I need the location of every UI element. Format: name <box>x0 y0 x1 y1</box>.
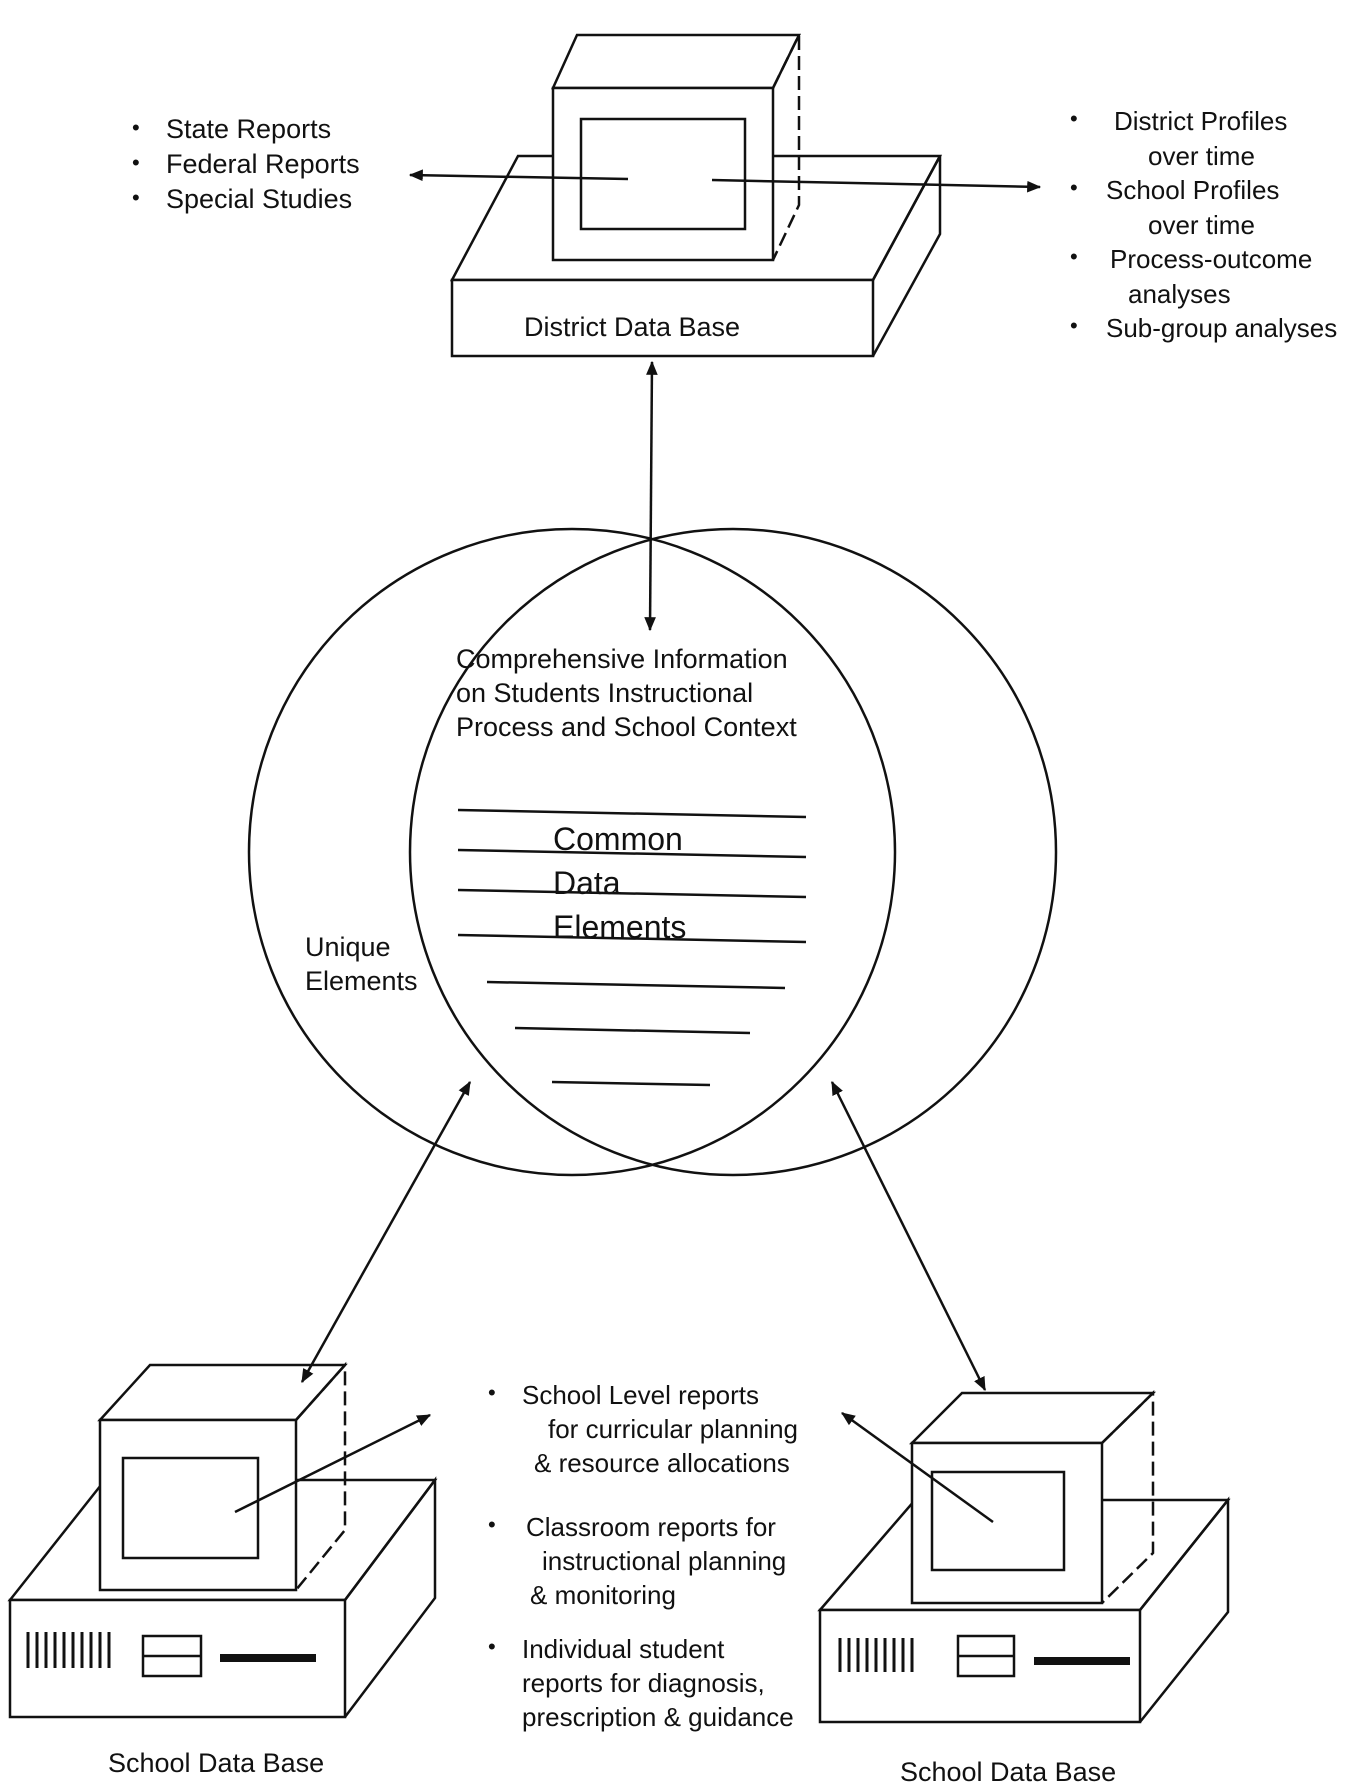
school-outputs: School Level reports for curricular plan… <box>486 1376 798 1734</box>
output-process-outcome: Process-outcome analyses <box>1070 240 1337 311</box>
left-base-side <box>344 1476 437 1718</box>
output-special-studies: Special Studies <box>132 180 360 217</box>
district-outputs-left: State Reports Federal Reports Special St… <box>130 110 360 217</box>
right-monitor-side <box>1101 1390 1155 1604</box>
output-subgroup-analyses: Sub-group analyses <box>1070 309 1337 346</box>
right-monitor-front <box>910 1441 1104 1605</box>
right-base-front <box>818 1608 1142 1724</box>
common-data-lines <box>457 808 807 1087</box>
common-elements-circle <box>408 527 1058 1177</box>
arrow-right-school-to-outputs <box>841 1411 994 1524</box>
arrow-left-school-to-outputs <box>234 1413 432 1514</box>
district-base-side <box>871 155 942 357</box>
district-outputs-right: District Profiles over time School Profi… <box>1068 102 1337 346</box>
right-base-side <box>1139 1496 1230 1723</box>
district-monitor-top <box>551 33 802 90</box>
output-classroom-reports: Classroom reports for instructional plan… <box>488 1508 798 1612</box>
district-computer <box>449 33 943 358</box>
district-screen <box>579 117 747 231</box>
right-vent <box>838 1638 914 1672</box>
left-screen <box>121 1456 260 1560</box>
output-school-level-reports: School Level reports for curricular plan… <box>488 1376 798 1480</box>
district-monitor-side <box>771 34 801 261</box>
arrow-district-center <box>644 360 658 632</box>
arrow-district-to-right-outputs <box>711 178 1042 193</box>
output-federal-reports: Federal Reports <box>132 145 360 182</box>
left-vent <box>26 1632 111 1668</box>
district-data-base-label: District Data Base <box>524 312 741 342</box>
common-data-elements-label: Common Data Elements <box>553 821 687 945</box>
arrow-district-to-left-outputs <box>408 169 629 182</box>
right-screen <box>930 1470 1066 1572</box>
district-monitor-front <box>551 86 775 262</box>
district-base-front <box>450 278 875 358</box>
output-individual-student-reports: Individual student reports for diagnosis… <box>488 1630 798 1734</box>
output-state-reports: State Reports <box>132 110 360 147</box>
comprehensive-information-text: Comprehensive Information on Students In… <box>456 644 797 742</box>
unique-elements-label: Unique Elements <box>305 932 418 996</box>
right-school-data-base-label: School Data Base <box>900 1757 1117 1787</box>
output-school-profiles: School Profiles over time <box>1070 171 1337 242</box>
output-district-profiles: District Profiles over time <box>1070 102 1337 173</box>
left-school-computer <box>7 1361 438 1719</box>
right-monitor-top <box>908 1391 1157 1445</box>
arrow-left-school-center <box>300 1080 472 1384</box>
unique-elements-circle <box>247 527 897 1177</box>
left-school-data-base-label: School Data Base <box>108 1748 325 1778</box>
left-monitor-front <box>98 1418 298 1592</box>
arrow-right-school-center <box>830 1080 987 1392</box>
right-school-computer <box>817 1390 1231 1724</box>
